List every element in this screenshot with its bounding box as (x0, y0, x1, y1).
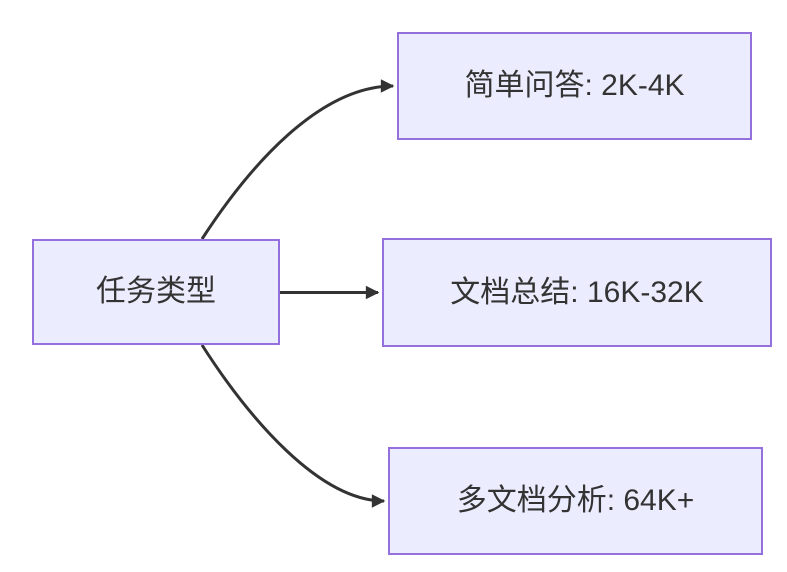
node-simple-qa-label: 简单问答: 2K-4K (464, 69, 685, 102)
node-doc-summary: 文档总结: 16K-32K (382, 238, 772, 347)
node-doc-summary-label: 文档总结: 16K-32K (450, 275, 704, 309)
node-multi-doc-analysis-label: 多文档分析: 64K+ (456, 484, 695, 517)
edge-task-type-to-simple-qa (200, 79, 395, 240)
node-simple-qa: 简单问答: 2K-4K (397, 32, 752, 140)
node-multi-doc-analysis: 多文档分析: 64K+ (388, 447, 763, 555)
node-task-type: 任务类型 (32, 239, 280, 345)
node-task-type-label: 任务类型 (96, 275, 216, 308)
edge-task-type-to-multi-doc-analysis (200, 344, 386, 508)
